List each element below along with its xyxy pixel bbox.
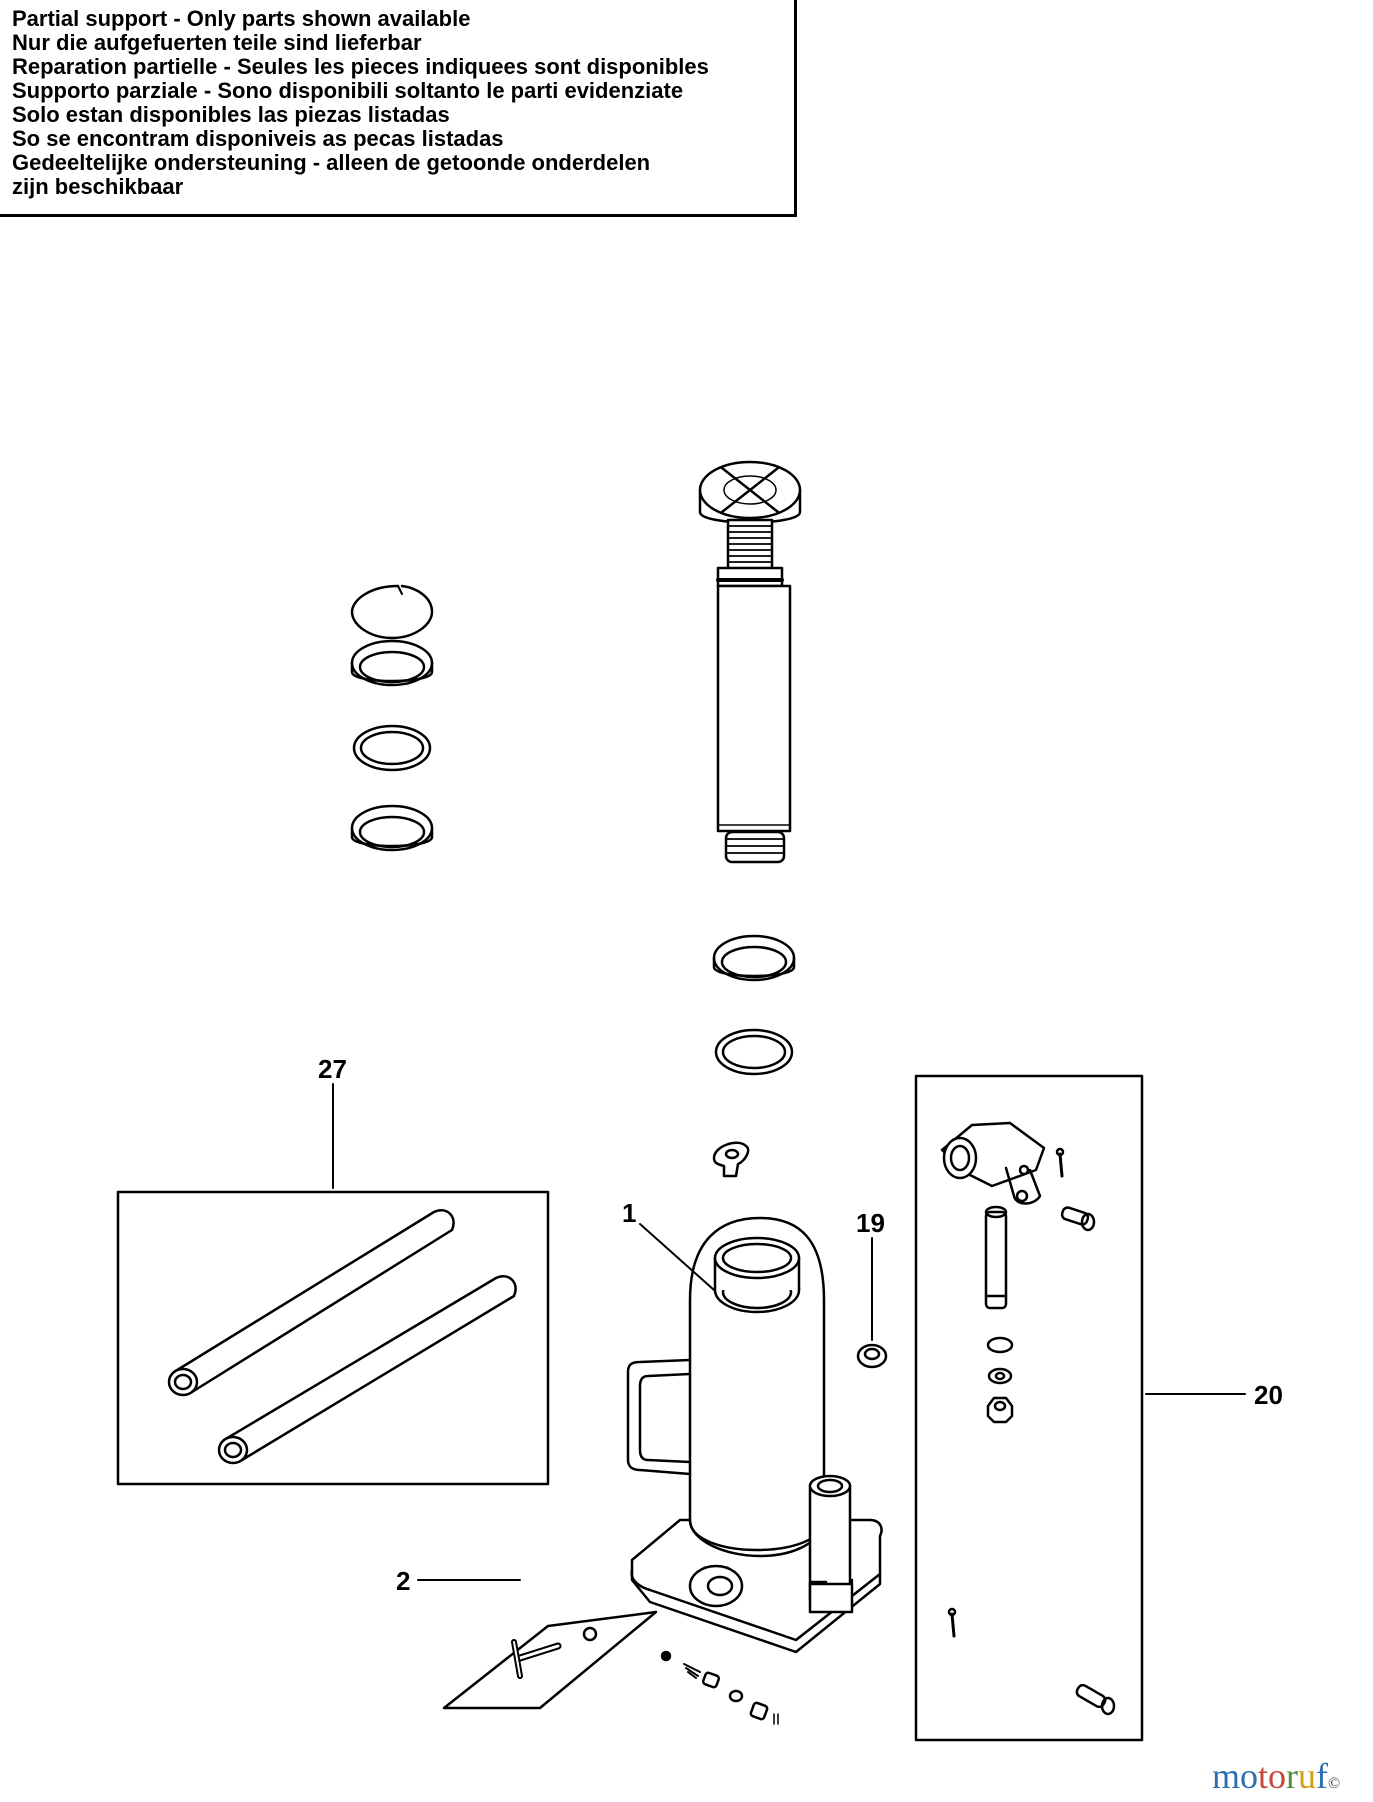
ram-screw-assembly [698,460,802,864]
screw-threads [726,518,774,572]
watermark-part: mo [1212,1756,1259,1796]
filler-plug [856,1237,888,1369]
o-ring [352,724,432,772]
seal-ring [350,639,434,687]
handle-box [116,1190,550,1486]
callout-27: 27 [318,1054,347,1084]
piston-o-ring [714,1028,794,1076]
callout-2: 2 [396,1566,410,1596]
copyright-mark: © [1328,1775,1341,1792]
release-valve-parts [511,1626,779,1725]
motoruf-watermark: motoruf© [1212,1758,1340,1802]
snap-ring [350,584,434,640]
notice-line: Reparation partielle - Seules les pieces… [12,54,709,79]
notice-line: Nur die aufgefuerten teile sind lieferba… [12,30,422,55]
pump-kit-box [914,1074,1144,1742]
ram-bottom-threads [724,830,786,864]
partial-support-notice: Partial support - Only parts shown avail… [0,0,797,217]
callout-19: 19 [856,1208,885,1238]
watermark-part: f [1316,1756,1329,1796]
release-valve-plate [442,1610,658,1710]
notice-line: So se encontram disponiveis as pecas lis… [12,126,504,151]
jack-body [626,1216,883,1654]
watermark-part: r [1286,1756,1299,1796]
notice-line: zijn beschikbaar [12,174,184,199]
seal-ring [350,804,434,852]
leader-line-1 [639,1223,715,1291]
notice-line: Gedeeltelijke ondersteuning - alleen de … [12,150,651,175]
piston-seal [712,934,796,982]
callout-1: 1 [622,1198,636,1228]
notice-line: Supporto parziale - Sono disponibili sol… [12,78,684,103]
callout-20: 20 [1254,1380,1283,1410]
valve-tab [712,1141,750,1178]
notice-line: Solo estan disponibles las piezas listad… [12,102,450,127]
notice-line: Partial support - Only parts shown avail… [12,6,471,31]
watermark-part: u [1298,1756,1317,1796]
pump-kit-parts [940,1121,1116,1716]
watermark-part: to [1258,1756,1287,1796]
pump-handle-tubes [167,1209,517,1465]
